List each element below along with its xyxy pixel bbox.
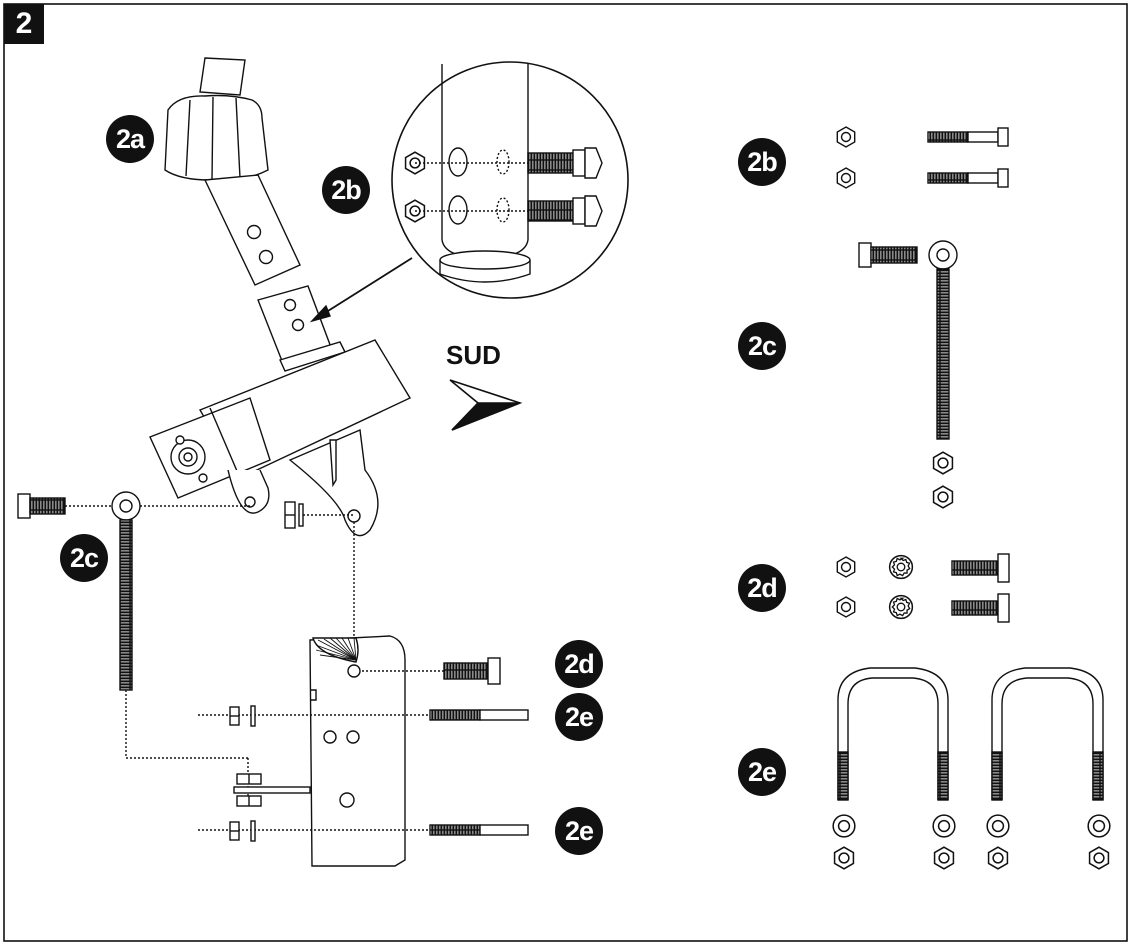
parts-2e: [832, 667, 1111, 870]
callout-2e-assembly-upper: 2e: [555, 693, 603, 741]
parts-2b: [836, 126, 1009, 189]
callout-2b-detail: 2b: [322, 166, 370, 214]
wall-bracket-plate: [198, 635, 529, 867]
callout-2e-assembly-lower: 2e: [555, 807, 603, 855]
callout-2c-assembly: 2c: [60, 534, 108, 582]
detail-magnifier-2b: [391, 61, 629, 299]
eye-bolt-assembly-2c: [17, 491, 355, 805]
callout-2c-parts: 2c: [738, 322, 786, 370]
callout-2b-parts: 2b: [738, 138, 786, 186]
south-direction-arrow: [449, 379, 523, 431]
frame-border: [3, 3, 1128, 942]
parts-2d: [836, 553, 1010, 623]
callout-2e-parts: 2e: [738, 748, 786, 796]
parts-2c: [858, 240, 958, 509]
step-number-badge: 2: [4, 4, 44, 44]
direction-label: SUD: [446, 340, 501, 370]
callout-2d-assembly: 2d: [555, 640, 603, 688]
mast-clamp-assembly: [149, 57, 413, 537]
callout-2d-parts: 2d: [738, 564, 786, 612]
callout-2a: 2a: [106, 115, 154, 163]
